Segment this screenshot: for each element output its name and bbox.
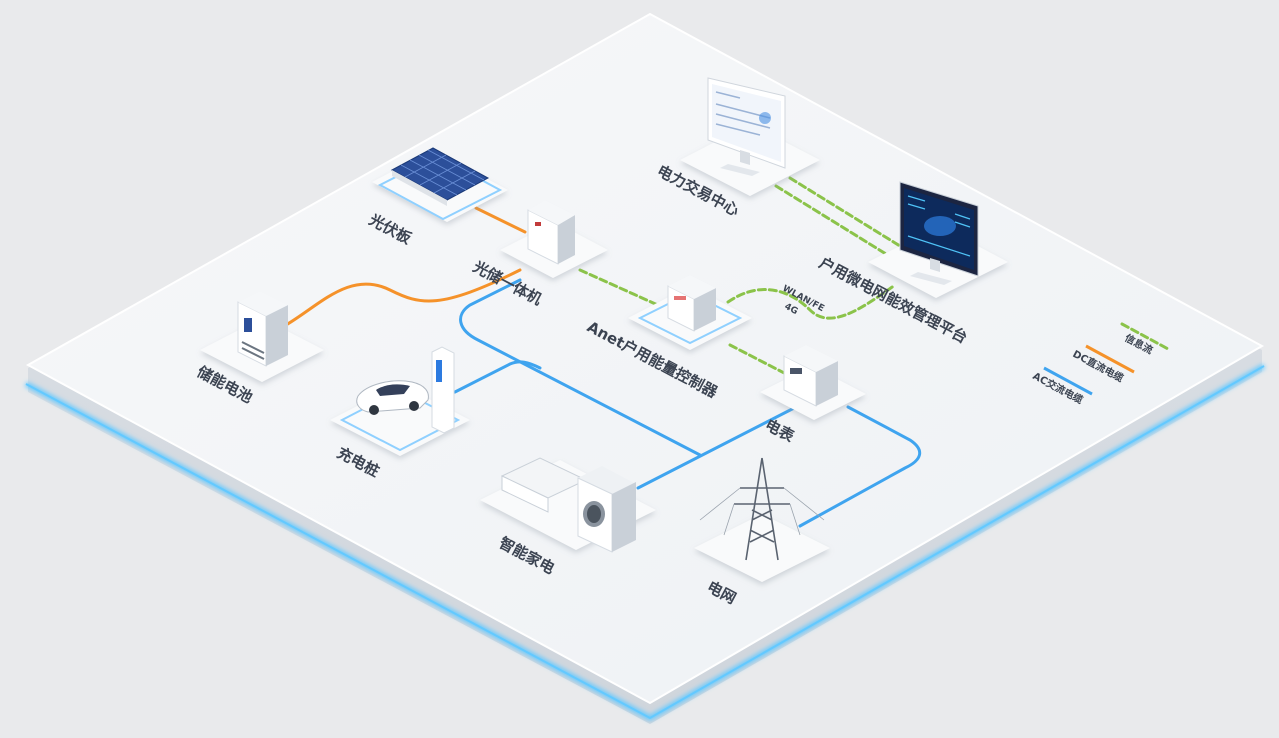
appliances-icon (480, 457, 656, 553)
legend-ac-swatch (1043, 366, 1093, 396)
controller-icon (628, 275, 752, 350)
platform-glow-line (25, 365, 1265, 720)
info-line-controller-to-platform (726, 283, 897, 320)
meter-icon (760, 345, 866, 420)
legend-info-swatch (1120, 322, 1172, 352)
inverter-icon (500, 200, 608, 278)
info-line-trading-to-platform-b (774, 184, 888, 256)
ac-line-appliances-to-meter (636, 403, 802, 490)
info-line-controller-to-meter (728, 343, 792, 378)
solar-panel-icon (372, 147, 508, 222)
ac-line-meter-to-grid (798, 405, 921, 528)
ac-line-inverter-loop (459, 278, 702, 457)
dc-line-battery-to-inverter (284, 268, 522, 327)
dashboard-monitor-icon (868, 181, 1008, 298)
battery-cabinet-icon (200, 291, 324, 382)
ac-line-charger (453, 360, 542, 394)
legend-dc-swatch (1085, 344, 1135, 374)
monitor-icon (680, 77, 820, 196)
isometric-platform (24, 12, 1266, 724)
info-line-trading-to-platform-a (788, 176, 902, 248)
platform-top (25, 12, 1265, 705)
power-tower-icon (694, 457, 830, 582)
info-line-inverter-to-controller (578, 268, 662, 308)
ev-charger-icon (330, 346, 470, 456)
dc-line-solar-to-inverter (474, 206, 527, 234)
connections (284, 176, 921, 528)
